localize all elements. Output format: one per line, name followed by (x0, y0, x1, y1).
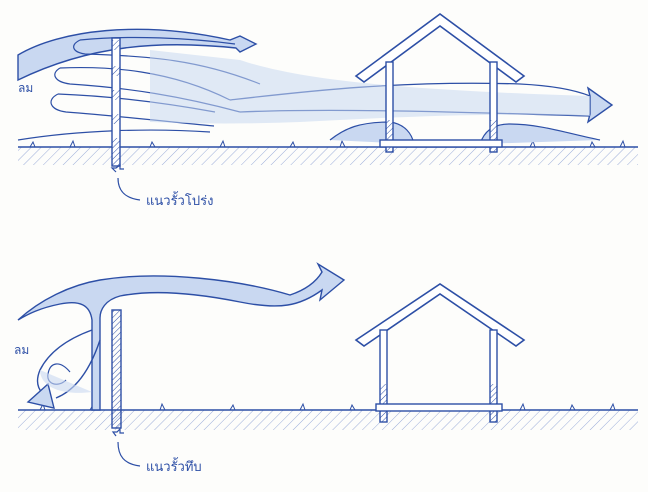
top-fence-callout (110, 163, 141, 201)
top-wind-flow (17, 28, 614, 145)
top-fence-label: แนวรั้วโปร่ง (146, 191, 213, 209)
bottom-fence-callout (111, 427, 141, 467)
bottom-panel: ลม แนวรั้วทึบ (14, 262, 638, 475)
bottom-ground (18, 402, 638, 430)
bottom-solid-fence (111, 309, 122, 429)
top-panel: ลม แนวรั้วโปร่ง (17, 13, 638, 209)
top-ground (18, 139, 638, 165)
bottom-fence-label: แนวรั้วทึบ (146, 457, 202, 475)
top-porous-fence (111, 37, 121, 167)
bottom-wind-flow (17, 262, 346, 411)
top-house (354, 13, 526, 153)
bottom-house (354, 283, 526, 423)
bottom-wind-label: ลม (14, 343, 29, 357)
top-wind-label: ลม (18, 81, 33, 95)
